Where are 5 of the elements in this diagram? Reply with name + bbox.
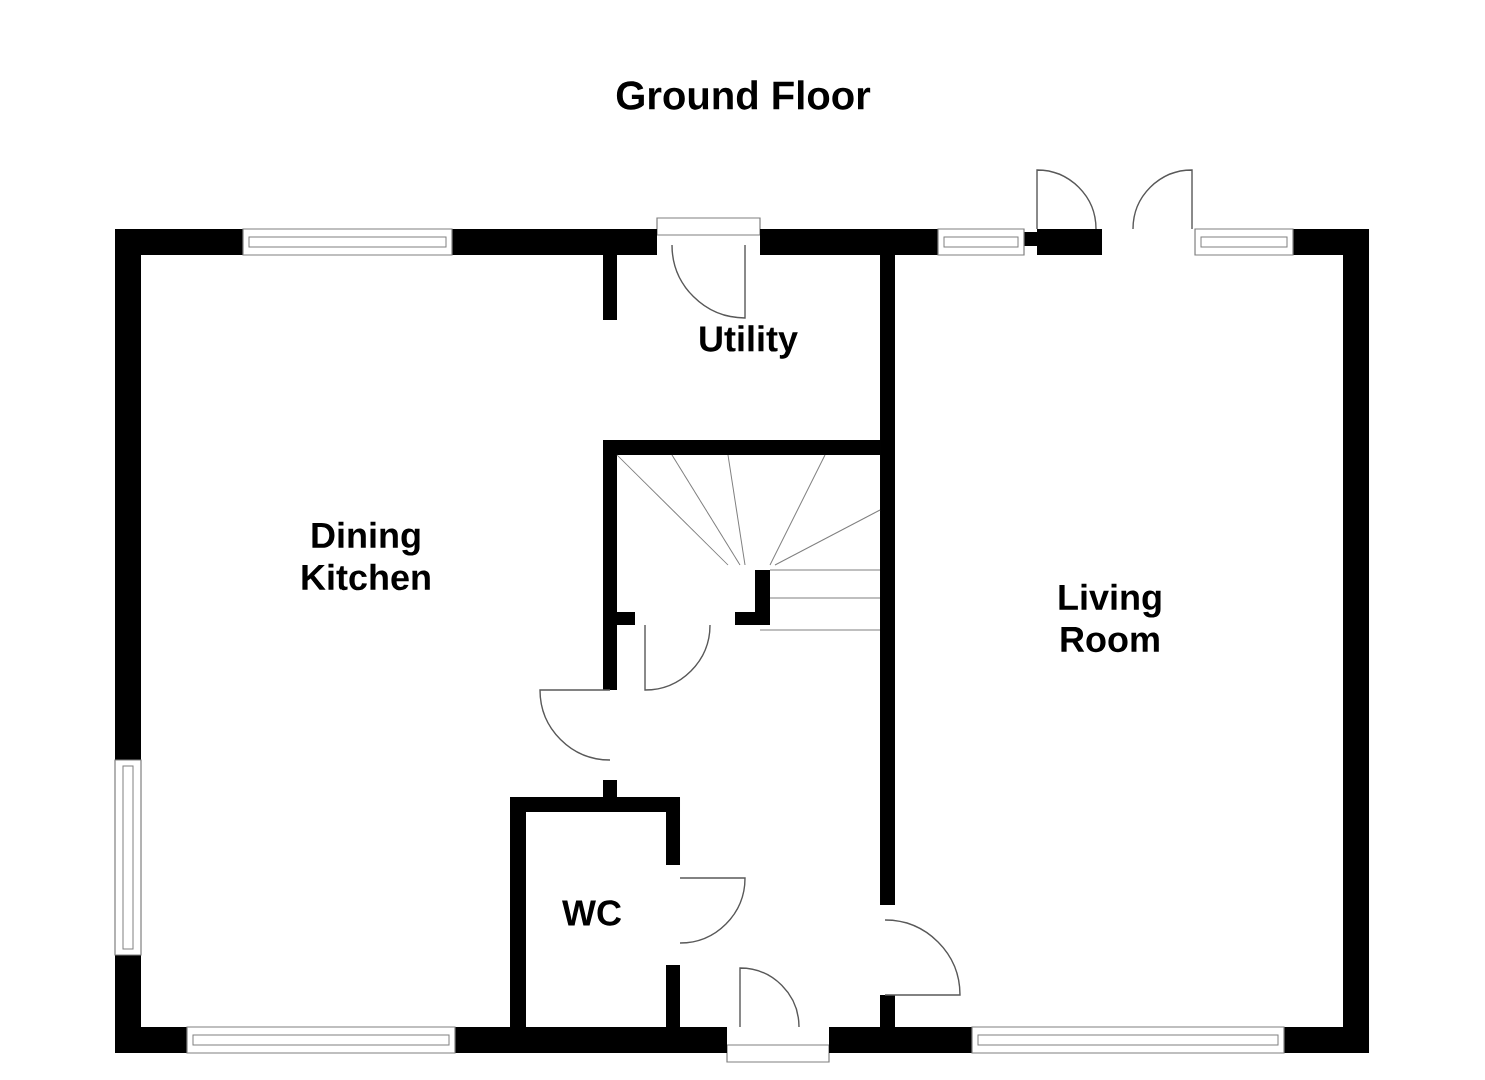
room-label: WC (562, 900, 622, 926)
room-label: Utility (700, 325, 798, 359)
title: Ground Floor (616, 80, 871, 110)
room-label: Living Room (1059, 583, 1161, 653)
room-label: Dining Kitchen (302, 521, 430, 591)
